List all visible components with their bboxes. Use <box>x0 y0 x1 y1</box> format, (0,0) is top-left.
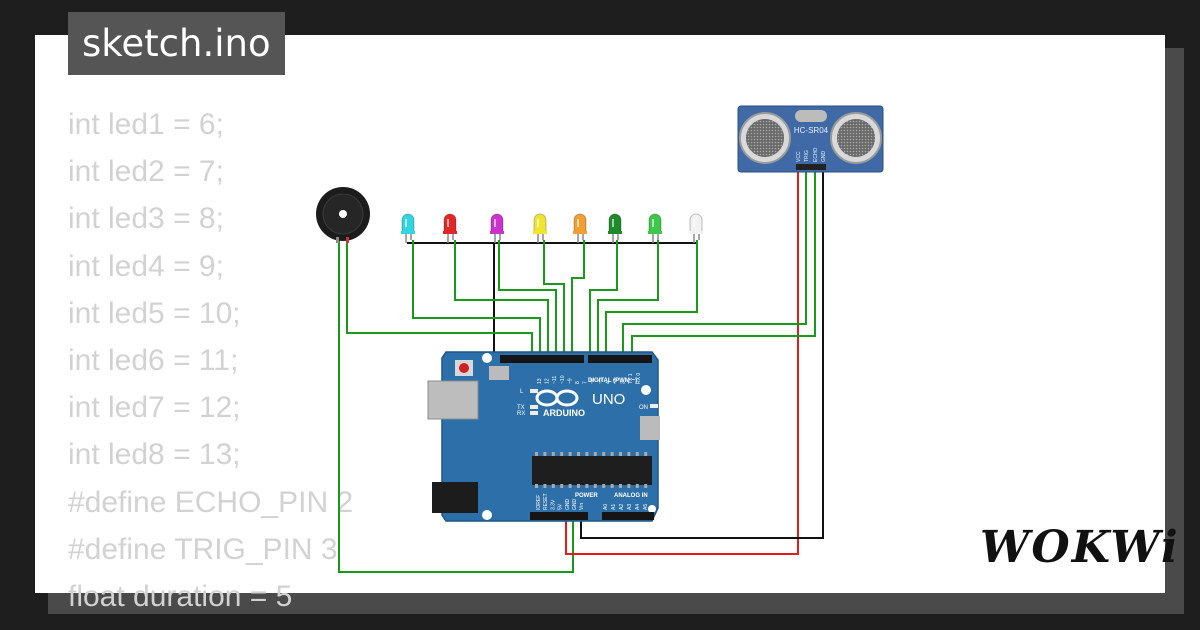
svg-text:A4: A4 <box>635 504 641 510</box>
svg-text:4: 4 <box>605 381 611 384</box>
svg-text:RESET: RESET <box>543 493 549 510</box>
svg-text:A2: A2 <box>619 504 625 510</box>
wire-led7 <box>597 240 659 358</box>
wire-buzzer-gnd <box>338 238 574 573</box>
code-line: int led1 = 6; <box>68 108 224 141</box>
svg-text:ECHO: ECHO <box>813 147 819 162</box>
svg-text:A3: A3 <box>627 504 633 510</box>
sensor-pin-labels: VCC TRIG ECHO GND <box>796 147 827 162</box>
svg-text:GND: GND <box>565 499 571 511</box>
svg-text:Vin: Vin <box>579 503 585 510</box>
wokwi-logo: WOKWi <box>980 522 1180 573</box>
code-preview: int led1 = 6; int led2 = 7; int led3 = 8; i… <box>68 101 353 620</box>
board-brand: ARDUINO <box>543 408 585 418</box>
preview-card: int led1 = 6; int led2 = 7; int led3 = 8; i… <box>35 35 1178 613</box>
rx-label: RX <box>517 411 525 417</box>
led-2[interactable] <box>443 213 457 243</box>
power-header <box>530 512 588 520</box>
wire-sensor-gnd <box>580 168 824 539</box>
wire-led5 <box>571 240 585 358</box>
arduino-board[interactable]: ARDUINO UNO DIGITAL (PWM ~) POWER ANALOG… <box>427 351 660 522</box>
wire-led8 <box>605 240 698 358</box>
wire-buzzer-signal <box>346 238 533 358</box>
svg-text:7: 7 <box>583 381 589 384</box>
code-line: int led8 = 13; <box>68 438 241 472</box>
svg-text:8: 8 <box>575 381 581 384</box>
wire-led3 <box>498 240 557 358</box>
svg-text:VCC: VCC <box>796 151 802 162</box>
wire-sensor-trig <box>622 168 807 358</box>
usb-port <box>427 380 479 420</box>
circuit-diagram: HC-SR04 VCC TRIG ECHO GND <box>316 105 884 573</box>
svg-text:GND: GND <box>572 499 578 511</box>
wire-led2 <box>454 240 549 358</box>
svg-text:2: 2 <box>621 381 627 384</box>
window-title: sketch.ino <box>68 12 285 75</box>
svg-text:5V: 5V <box>558 503 564 510</box>
svg-text:GND: GND <box>821 151 827 163</box>
code-line: int led4 = 9; <box>68 249 224 283</box>
wire-led6 <box>589 240 618 358</box>
l-label: L <box>520 389 524 395</box>
on-label: ON <box>639 405 648 411</box>
svg-text:3.3V: 3.3V <box>550 499 556 510</box>
code-line: int led6 = 11; <box>68 344 239 378</box>
tx-label: TX <box>517 405 525 411</box>
wire-led1 <box>412 240 541 358</box>
sensor-transducer-right <box>830 112 882 164</box>
code-line: #define TRIG_PIN 3 <box>68 532 338 566</box>
code-line: #define ECHO_PIN 2 <box>68 485 354 519</box>
svg-text:~3: ~3 <box>613 378 619 384</box>
sensor-model-label: HC-SR04 <box>794 126 829 135</box>
arduino-logo: ARDUINO UNO <box>535 389 625 418</box>
svg-text:~6: ~6 <box>590 378 596 384</box>
led-5[interactable] <box>573 213 587 243</box>
led-row <box>401 213 703 243</box>
wires <box>338 168 824 573</box>
ultrasonic-sensor[interactable]: HC-SR04 VCC TRIG ECHO GND <box>737 105 884 173</box>
svg-text:A0: A0 <box>603 504 609 510</box>
svg-text:~9: ~9 <box>567 378 573 384</box>
code-line: int led3 = 8; <box>68 202 224 236</box>
analog-header <box>602 512 654 520</box>
svg-text:A5: A5 <box>643 504 649 510</box>
led-7[interactable] <box>648 213 662 243</box>
svg-text:13: 13 <box>537 378 543 384</box>
svg-text:12: 12 <box>545 378 551 384</box>
sensor-transducer-left <box>739 112 791 164</box>
power-label: POWER <box>575 493 598 499</box>
wire-sensor-echo <box>631 168 816 358</box>
code-line: int led2 = 7; <box>68 155 224 189</box>
wire-led4 <box>543 240 565 358</box>
led-1[interactable] <box>401 213 415 243</box>
svg-text:TRIG: TRIG <box>804 150 810 162</box>
svg-text:IOREF: IOREF <box>536 495 542 510</box>
code-line: int led5 = 10; <box>68 296 241 330</box>
atmega-chip <box>532 456 652 485</box>
analog-label: ANALOG IN <box>614 493 648 499</box>
svg-text:TX 1: TX 1 <box>628 373 634 384</box>
svg-text:RX 0: RX 0 <box>636 373 642 384</box>
svg-text:~10: ~10 <box>560 375 566 384</box>
led-4[interactable] <box>533 213 547 243</box>
buzzer[interactable] <box>316 187 370 243</box>
code-line: int led7 = 12; <box>68 391 241 425</box>
led-6[interactable] <box>608 213 622 243</box>
code-line: float duration = 5 <box>68 580 293 614</box>
led-8[interactable] <box>689 213 703 243</box>
svg-text:~5: ~5 <box>598 378 604 384</box>
board-model: UNO <box>592 391 625 408</box>
svg-text:A1: A1 <box>611 504 617 510</box>
digital-header-1 <box>500 355 584 363</box>
digital-label: DIGITAL (PWM ~) <box>588 378 637 384</box>
power-jack <box>432 482 478 513</box>
led-3[interactable] <box>490 213 504 243</box>
svg-text:~11: ~11 <box>552 376 558 384</box>
digital-header-2 <box>588 355 652 363</box>
wire-sensor-vcc <box>565 168 799 555</box>
